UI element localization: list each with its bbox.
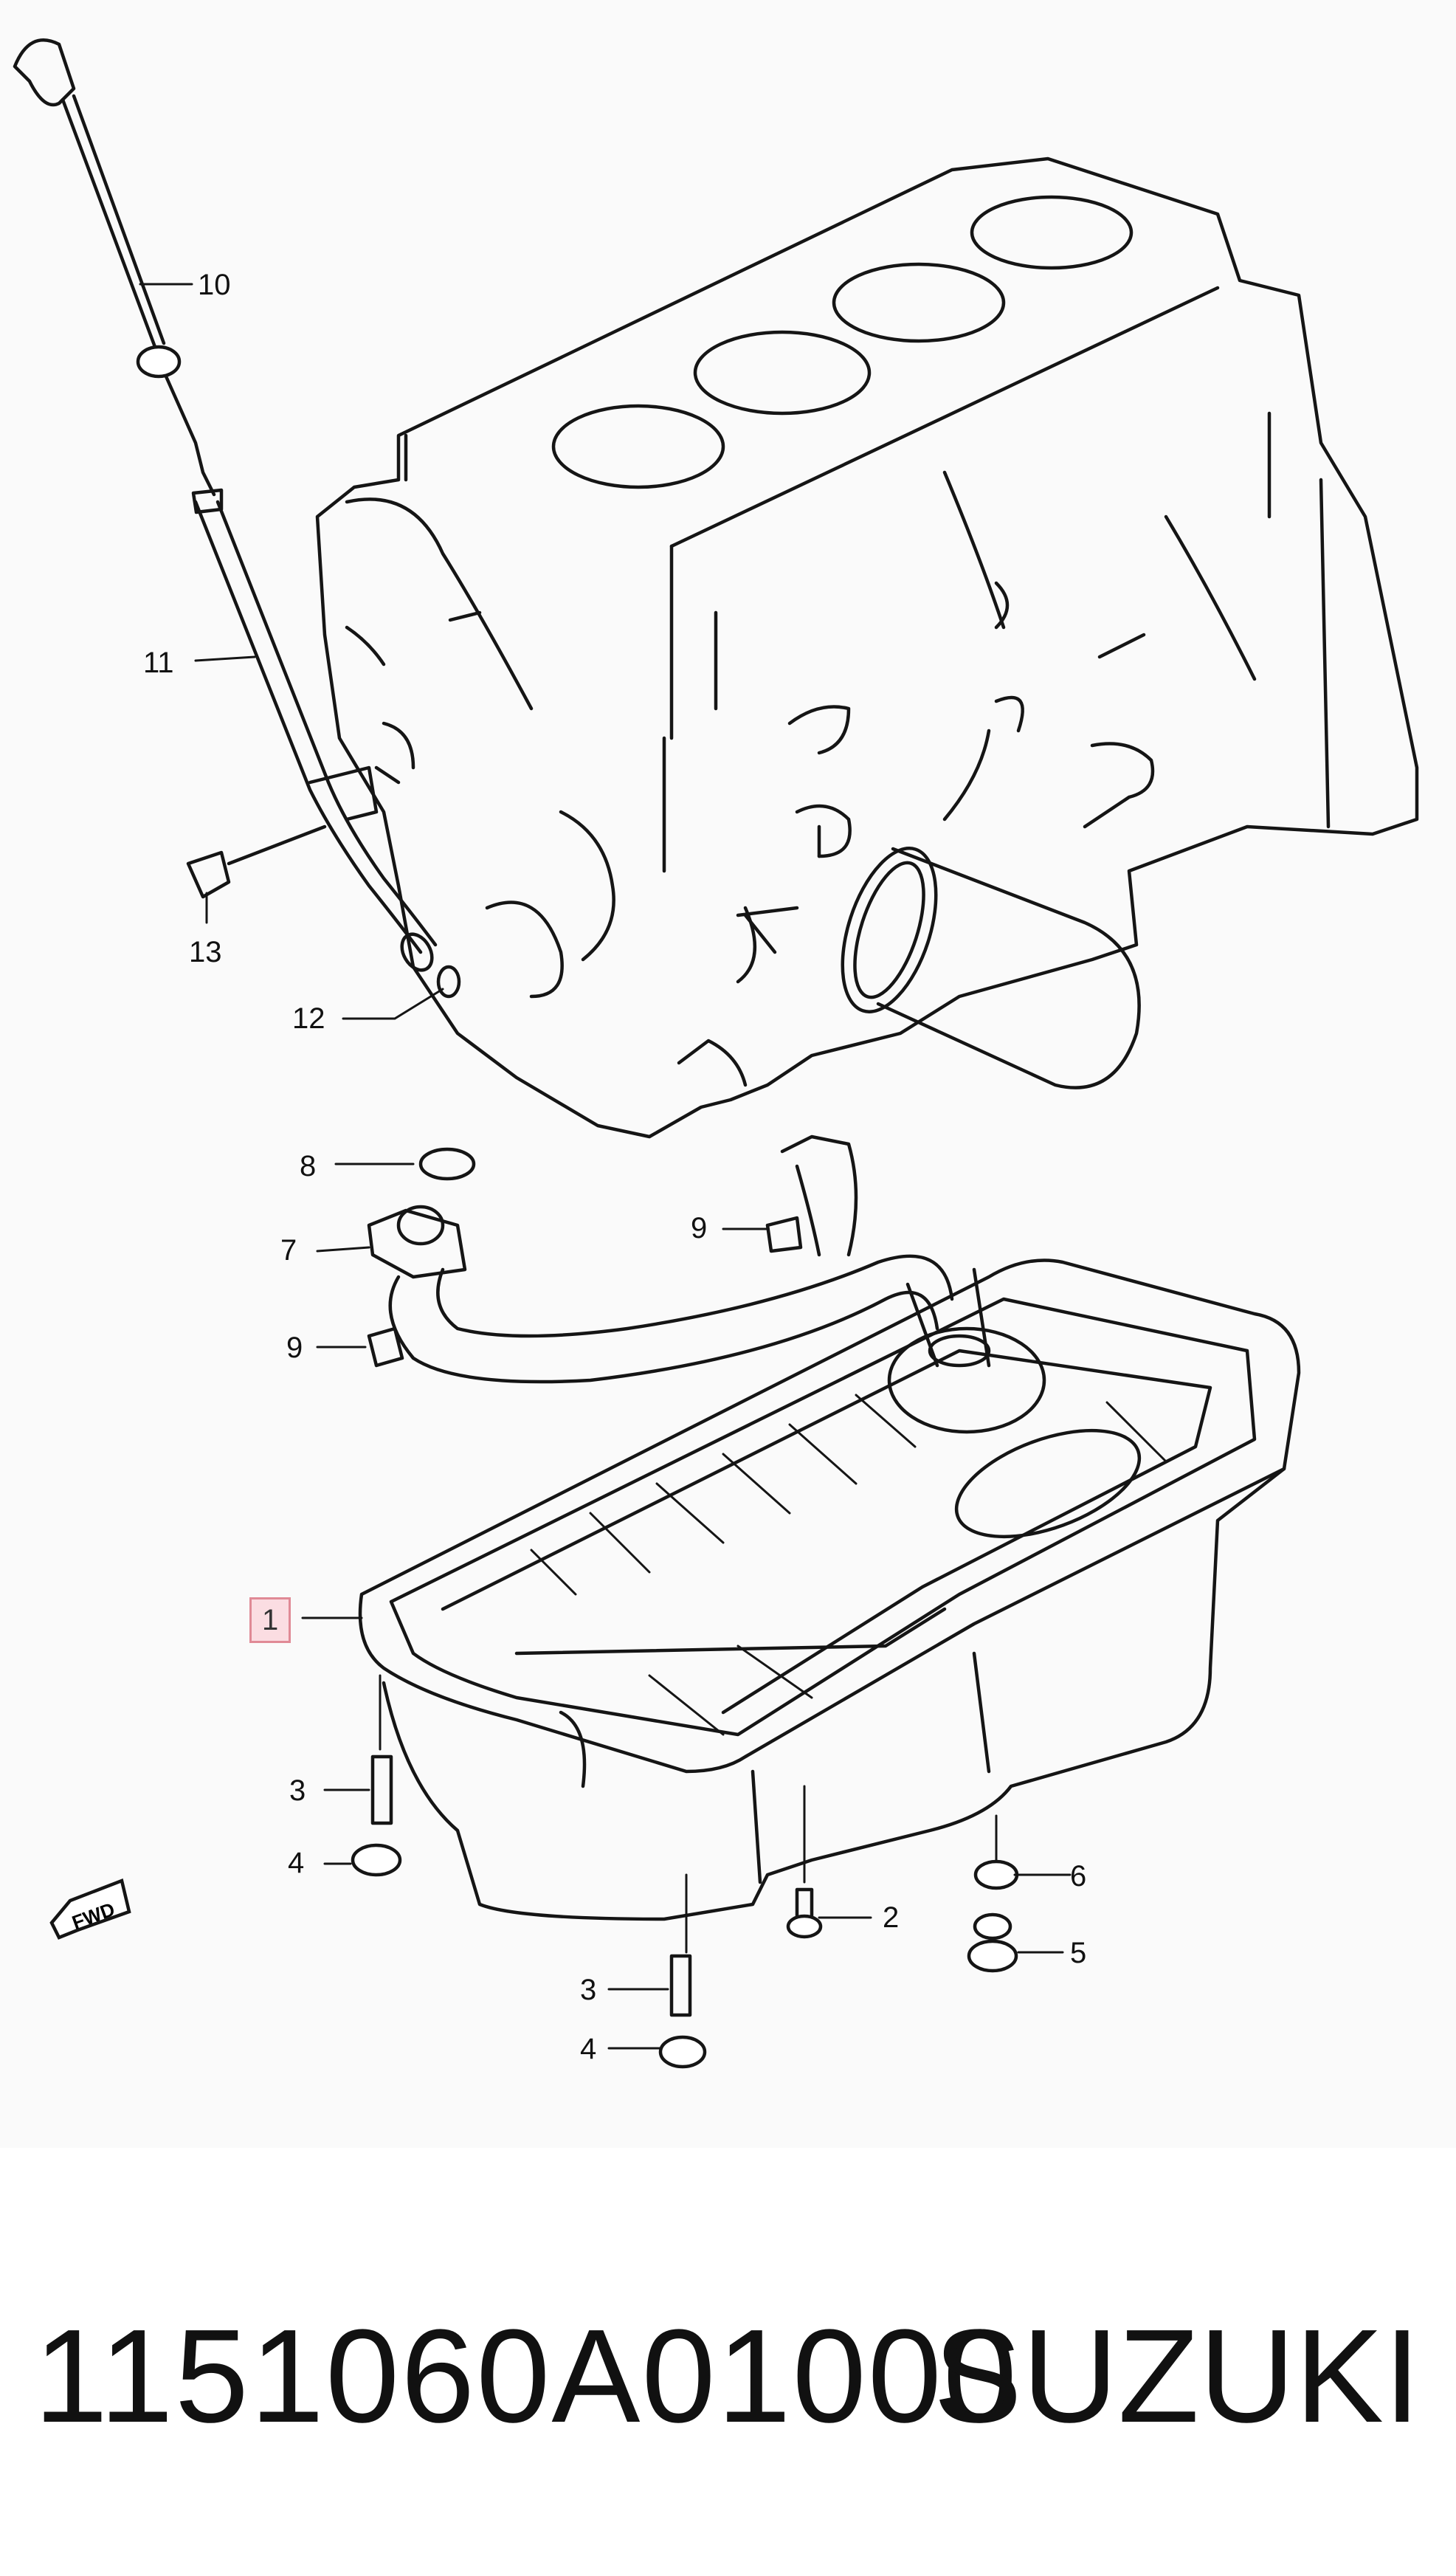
dipstick xyxy=(13,38,216,497)
callout-9-lower[interactable]: 9 xyxy=(286,1332,303,1364)
callout-13[interactable]: 13 xyxy=(189,936,222,968)
callout-3-upper[interactable]: 3 xyxy=(289,1774,306,1807)
callout-7[interactable]: 7 xyxy=(280,1234,297,1267)
callout-8[interactable]: 8 xyxy=(300,1150,317,1182)
bolt-9-lower xyxy=(367,1326,404,1368)
nut-4-upper xyxy=(351,1843,402,1877)
washer-6 xyxy=(973,1859,1019,1890)
diagram-area: FWD 10 11 13 12 8 7 9 9 1 3 4 6 2 5 3 4 xyxy=(13,38,1419,2069)
engine-block xyxy=(315,156,1419,1139)
drain-plug-5 xyxy=(967,1912,1018,1973)
oil-strainer xyxy=(367,1134,1046,1434)
callout-12[interactable]: 12 xyxy=(292,1002,325,1035)
brand-name: SUZUKI xyxy=(933,2302,1421,2451)
stud-3-lower xyxy=(669,1954,692,2017)
callout-2[interactable]: 2 xyxy=(883,1901,900,1934)
bolt-2 xyxy=(786,1887,823,1939)
callout-10[interactable]: 10 xyxy=(198,269,231,301)
o-ring-12 xyxy=(436,965,461,999)
oil-filter xyxy=(841,847,1141,1089)
callout-4-upper[interactable]: 4 xyxy=(288,1847,305,1879)
callout-11[interactable]: 11 xyxy=(143,647,174,679)
leader-lines xyxy=(139,283,1072,2050)
nut-4-lower xyxy=(658,2035,707,2069)
stud-3-upper xyxy=(370,1754,393,1825)
callout-1-highlighted[interactable]: 1 xyxy=(249,1597,291,1643)
callout-9-upper[interactable]: 9 xyxy=(691,1212,708,1244)
bolt-13 xyxy=(186,824,327,899)
bolt-9-upper xyxy=(765,1216,803,1253)
dipstick-guide-tube xyxy=(191,488,438,972)
gasket-8 xyxy=(418,1147,476,1181)
exploded-parts-diagram: FWD xyxy=(13,38,1419,2069)
fwd-arrow-icon: FWD xyxy=(49,1878,131,1940)
part-number: 1151060A01000 xyxy=(34,2302,1018,2451)
callout-4-lower[interactable]: 4 xyxy=(580,2033,597,2065)
callout-3-lower[interactable]: 3 xyxy=(580,1974,597,2006)
callout-6[interactable]: 6 xyxy=(1070,1860,1087,1893)
callout-5[interactable]: 5 xyxy=(1070,1937,1087,1969)
oil-pan xyxy=(358,1258,1301,1921)
